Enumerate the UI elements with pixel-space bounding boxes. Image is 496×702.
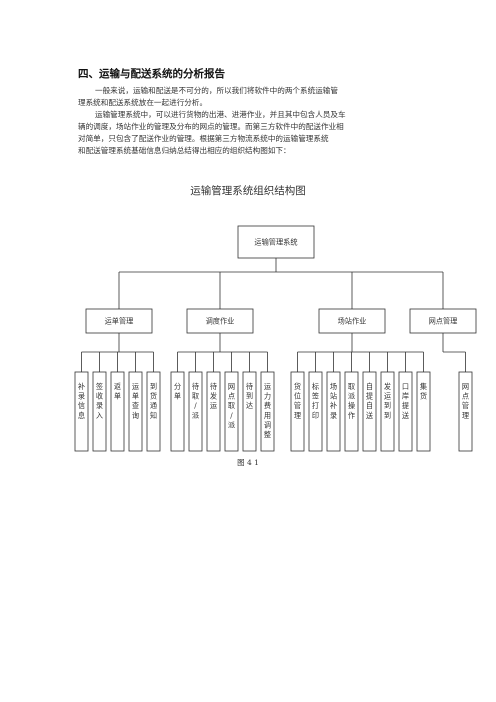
section-heading: 四、运输与配送系统的分析报告 xyxy=(78,68,225,80)
leaf-label-2-4: 自提自送 xyxy=(366,382,373,420)
group-label-2: 场站作业 xyxy=(338,317,367,326)
group-box-0 xyxy=(85,308,153,334)
leaf-box-2-0 xyxy=(290,371,305,452)
paragraph-line-5: 对简单，只包含了配送作业的管理。根据第三方物流系统中的运输管理系统 xyxy=(78,134,329,143)
leaf-label-1-3: 网点取/派 xyxy=(228,382,235,429)
leaf-box-1-0 xyxy=(170,371,185,452)
leaf-label-3-0: 网点管理 xyxy=(462,382,469,420)
leaf-label-1-4: 待到达 xyxy=(246,382,253,410)
paragraph-line-4: 辆的调度，场站作业的管理及分布的网点的管理。而第三方软件中的配送作业相 xyxy=(78,122,344,131)
leaf-label-0-3: 运单查询 xyxy=(132,382,139,420)
leaf-label-0-2: 返单 xyxy=(114,382,121,401)
leaf-box-0-2 xyxy=(110,371,125,452)
leaf-box-2-1 xyxy=(308,371,323,452)
leaf-label-2-5: 发运到到 xyxy=(384,382,391,420)
leaf-box-2-5 xyxy=(380,371,395,452)
leaf-box-2-4 xyxy=(362,371,377,452)
leaf-label-1-0: 分单 xyxy=(174,382,181,401)
leaf-box-2-3 xyxy=(344,371,359,452)
leaf-box-0-1 xyxy=(92,371,107,452)
leaf-box-1-2 xyxy=(206,371,221,452)
leaf-label-0-1: 签收录入 xyxy=(96,382,103,420)
group-label-0: 运单管理 xyxy=(105,317,134,326)
paragraph-line-1: 一般来说，运输和配送是不可分的，所以我们将软件中的两个系统运输管 xyxy=(95,86,338,95)
leaf-box-3-0 xyxy=(458,371,473,452)
group-label-3: 网点管理 xyxy=(429,317,458,326)
group-box-1 xyxy=(186,308,254,334)
group-label-1: 调度作业 xyxy=(206,317,235,326)
leaf-box-2-7 xyxy=(416,371,431,452)
paragraph-line-2: 理系统和配送系统放在一起进行分析。 xyxy=(78,98,208,107)
figure-caption: 图 4 1 xyxy=(237,458,259,467)
leaf-label-1-5: 运力费用调整 xyxy=(264,382,271,439)
leaf-label-2-1: 标签打印 xyxy=(312,382,319,420)
org-root-box xyxy=(237,225,315,259)
leaf-label-2-3: 取派操作 xyxy=(348,382,355,420)
leaf-label-0-4: 到货通知 xyxy=(150,382,157,420)
leaf-box-0-3 xyxy=(128,371,143,452)
leaf-box-1-1 xyxy=(188,371,203,452)
leaf-label-1-1: 待取/派 xyxy=(192,382,199,420)
leaf-box-0-4 xyxy=(146,371,161,452)
org-chart-title: 运输管理系统组织结构图 xyxy=(190,185,306,197)
paragraph-line-3: 运输管理系统中，可以进行货物的出港、进港作业，并且其中包含人员及车 xyxy=(95,110,346,119)
leaf-box-1-5 xyxy=(260,371,275,452)
leaf-box-1-4 xyxy=(242,371,257,452)
leaf-box-2-2 xyxy=(326,371,341,452)
leaf-box-0-0 xyxy=(74,371,89,452)
org-root-label: 运输管理系统 xyxy=(254,238,297,247)
leaf-label-0-0: 补录信息 xyxy=(78,382,85,420)
group-box-3 xyxy=(409,308,477,334)
leaf-label-1-2: 待发运 xyxy=(210,382,217,410)
leaf-label-2-6: 口岸提送 xyxy=(402,382,409,420)
leaf-label-2-7: 集货 xyxy=(420,382,427,401)
leaf-label-2-2: 场站补录 xyxy=(330,382,337,420)
leaf-box-2-6 xyxy=(398,371,413,452)
leaf-label-2-0: 货位管理 xyxy=(294,382,301,420)
paragraph-line-6: 和配送管理系统基础信息归纳总结得出相应的组织结构图如下： xyxy=(78,146,291,155)
leaf-box-1-3 xyxy=(224,371,239,452)
